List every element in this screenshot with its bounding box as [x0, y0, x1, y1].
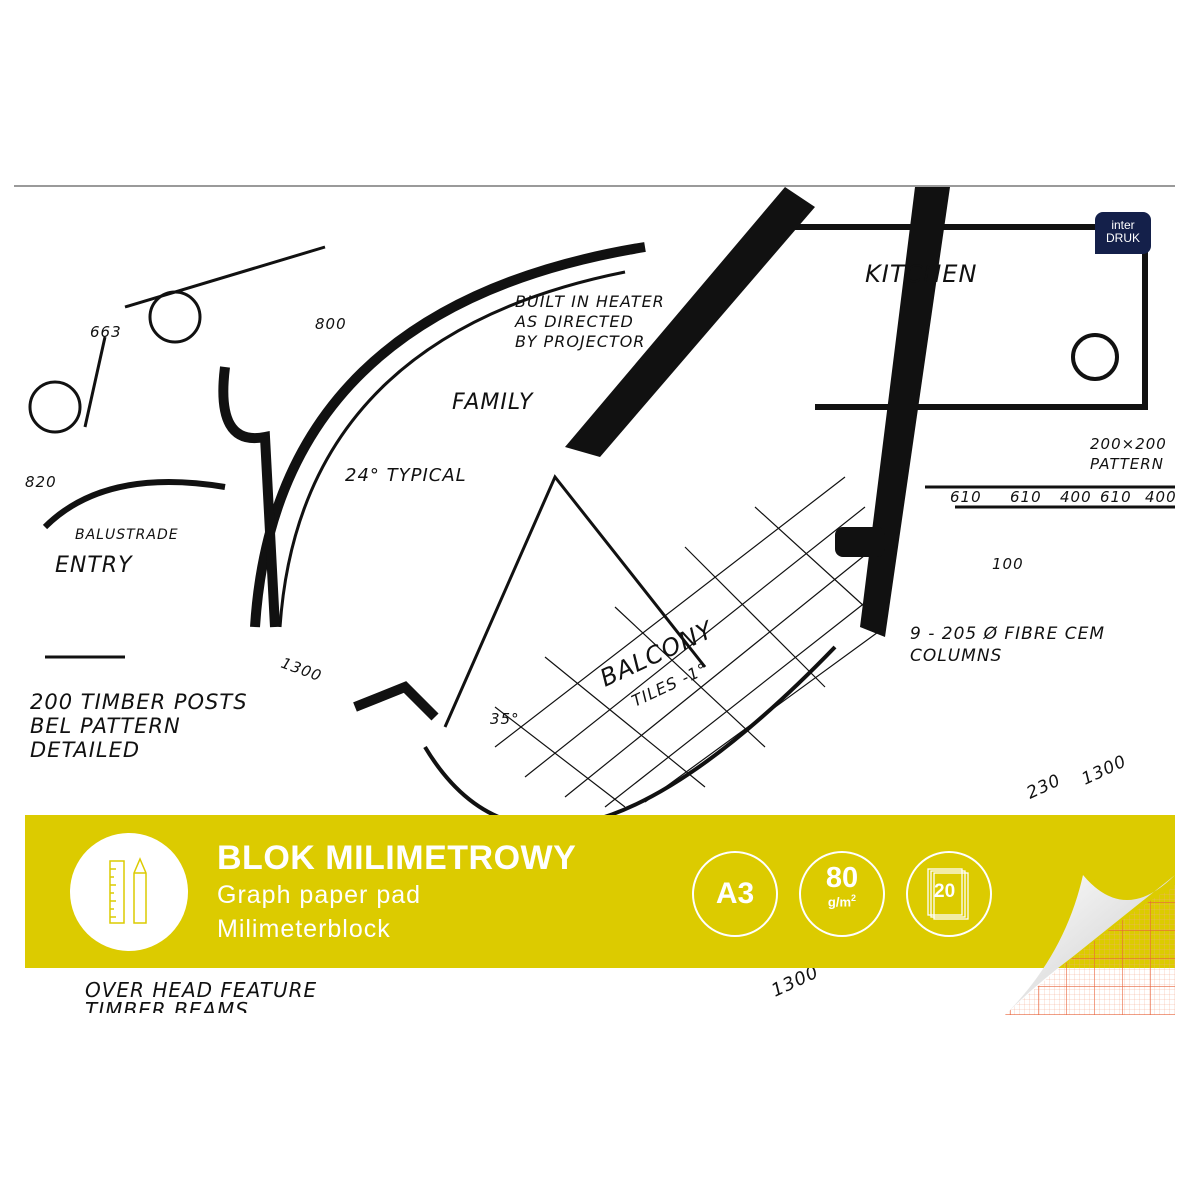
subtitle-english: Graph paper pad	[217, 881, 422, 909]
dim: 400	[1060, 488, 1092, 506]
weight-value: 80	[825, 862, 859, 894]
label: BALUSTRADE	[75, 527, 179, 543]
dim: 230	[1024, 770, 1065, 803]
label: 200 TIMBER POSTS	[30, 690, 248, 714]
format-badge: A3	[692, 851, 778, 937]
dim: 610	[1100, 488, 1132, 506]
dim: 1300	[1079, 751, 1130, 789]
dim: 663	[90, 323, 122, 341]
sheets-stack-icon	[927, 868, 969, 920]
dim: 820	[25, 473, 57, 491]
weight-badge: 80 g/m2	[799, 851, 885, 937]
label: AS DIRECTED	[514, 312, 634, 331]
label: 9 - 205 Ø FIBRE CEM	[910, 624, 1105, 644]
dim: 1300	[279, 654, 325, 685]
logo-line1: inter	[1111, 218, 1135, 232]
label: DETAILED	[30, 738, 140, 762]
label: 200×200	[1090, 435, 1167, 453]
dim: 35°	[490, 710, 520, 728]
label: BY PROJECTOR	[515, 332, 645, 351]
label: COLUMNS	[910, 646, 1002, 666]
label: BEL PATTERN	[30, 714, 181, 738]
format-value: A3	[715, 877, 755, 910]
weight-unit-sup: 2	[851, 893, 857, 903]
label: OVER HEAD FEATURE	[85, 978, 317, 1002]
label: TIMBER BEAMS	[85, 998, 249, 1013]
blueprint-illustration: KITCHEN BUILT IN HEATER AS DIRECTED BY P…	[25, 187, 1175, 1013]
sheets-value: 20	[934, 881, 956, 902]
dim: 800	[315, 315, 347, 333]
product-label-band: BLOK MILIMETROWY Graph paper pad Milimet…	[25, 815, 1175, 968]
label-entry: ENTRY	[55, 553, 133, 578]
product-title: BLOK MILIMETROWY	[217, 839, 577, 877]
subtitle-german: Milimeterblock	[217, 915, 391, 943]
logo-line2: DRUK	[1105, 231, 1140, 245]
dim: 610	[950, 488, 982, 506]
dim: 610	[1010, 488, 1042, 506]
sheets-badge: 20	[906, 851, 992, 937]
weight-unit: g/m	[827, 894, 852, 910]
pad-top-edge	[14, 185, 1175, 187]
page-curl-graph-paper	[1005, 875, 1175, 1015]
label: 24° TYPICAL	[345, 465, 467, 486]
label: PATTERN	[1090, 455, 1164, 473]
label-family: FAMILY	[452, 390, 534, 415]
dim: 400	[1145, 488, 1175, 506]
label-kitchen: KITCHEN	[865, 260, 977, 288]
label: BUILT IN HEATER	[515, 292, 665, 311]
dim: 100	[992, 555, 1024, 573]
ruler-pencil-icon	[70, 833, 188, 951]
interdruk-logo: inter DRUK	[1095, 212, 1151, 254]
